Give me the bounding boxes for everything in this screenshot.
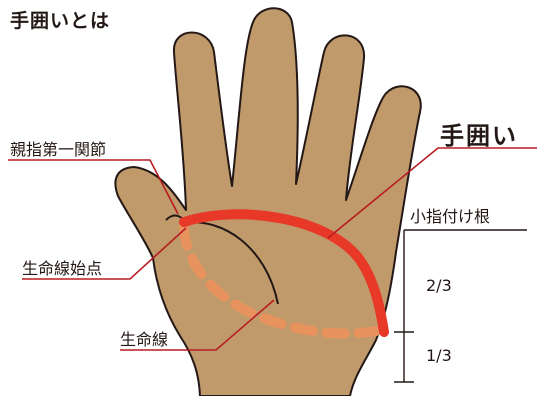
lower-ratio-label: 1/3 (426, 346, 452, 365)
seimeisen-start-label: 生命線始点 (22, 259, 103, 278)
seimeisen-label: 生命線 (120, 330, 169, 349)
leader-oyayubi (8, 159, 179, 215)
ratio-scale (394, 229, 527, 383)
leader-seimeisen (120, 299, 275, 351)
lower-dashed-line (179, 223, 387, 339)
page-title: 手囲いとは (10, 10, 111, 32)
leader-lines (8, 147, 537, 351)
oyayubi-joint-label: 親指第一関節 (10, 140, 107, 159)
tegakoi-red-line (179, 209, 389, 337)
upper-ratio-label: 2/3 (426, 276, 452, 295)
tegakoi-label: 手囲い (440, 122, 518, 150)
koyubi-base-label: 小指付け根 (410, 207, 491, 226)
leader-tegakoi (327, 147, 537, 239)
hand-shape (114, 7, 422, 396)
leader-seimeisen-start (22, 227, 187, 280)
